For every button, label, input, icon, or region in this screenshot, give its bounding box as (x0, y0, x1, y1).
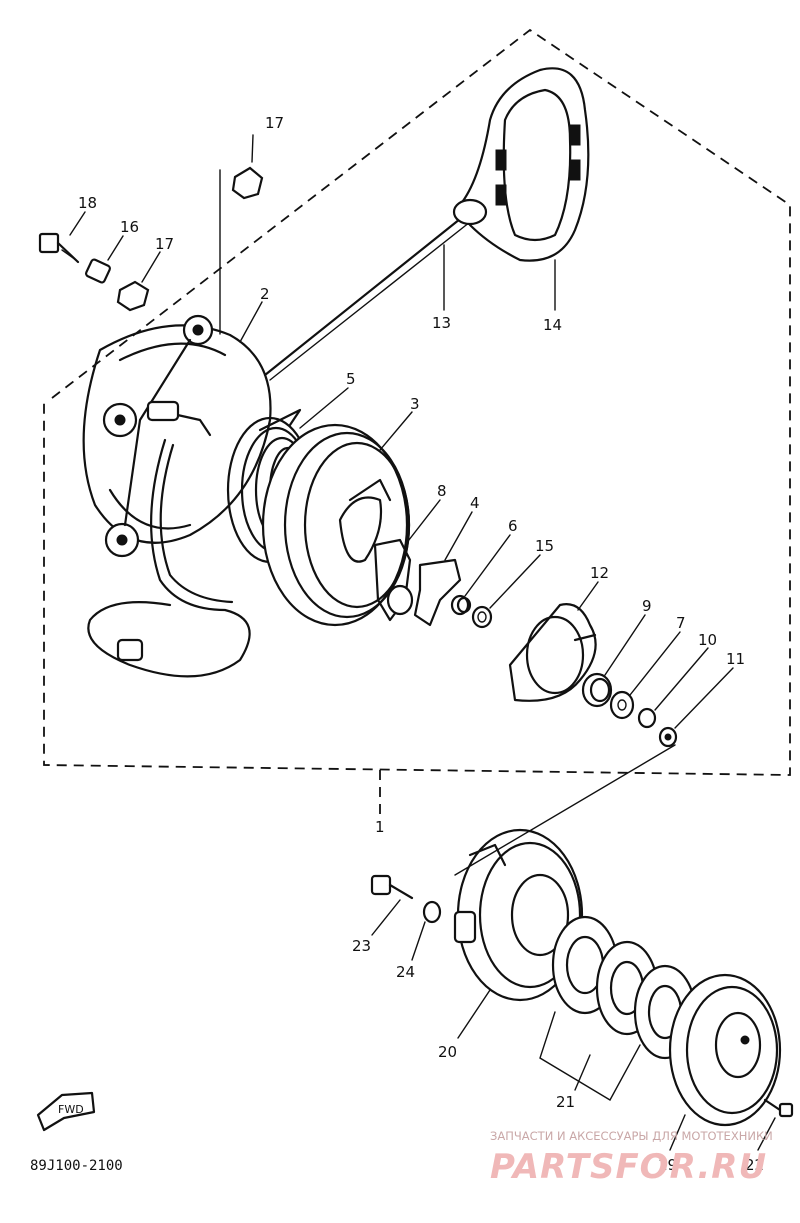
starter-rope (263, 213, 467, 377)
part-label-1: 1 (375, 818, 385, 836)
drive-pawl-part (373, 538, 414, 622)
bolt-18-part (38, 232, 80, 264)
forward-direction-tag: FWD (36, 1091, 96, 1132)
part-label-7: 7 (676, 614, 686, 632)
part-label-24: 24 (396, 963, 415, 981)
part-label-5: 5 (346, 370, 356, 388)
diagram-code: 89J100-2100 (30, 1158, 123, 1174)
pulley-leader-line (454, 744, 676, 876)
part-label-8: 8 (437, 482, 447, 500)
part-label-22: 22 (745, 1156, 764, 1174)
nut-17-top-part (231, 166, 264, 200)
part-label-19: 19 (658, 1156, 677, 1174)
part-label-16: 16 (120, 218, 139, 236)
watermark: ЗАПЧАСТИ И АКСЕССУАРЫ ДЛЯ МОТОТЕХНИКИ PA… (490, 1129, 773, 1187)
part-label-18: 18 (78, 194, 97, 212)
washer-7-part (609, 690, 635, 720)
nut-17-left-part (116, 280, 150, 312)
pawl-spring-part (450, 594, 472, 616)
watermark-tagline: ЗАПЧАСТИ И АКСЕССУАРЫ ДЛЯ МОТОТЕХНИКИ (490, 1129, 773, 1143)
part-label-20: 20 (438, 1043, 457, 1061)
drive-pulley-part (453, 828, 584, 1002)
part-label-4: 4 (470, 494, 480, 512)
part-label-10: 10 (698, 631, 717, 649)
leader-lines (69, 134, 776, 1151)
starter-handle-part (452, 67, 590, 262)
washer-10-part (637, 707, 657, 729)
part-label-13: 13 (432, 314, 451, 332)
part-label-6: 6 (508, 517, 518, 535)
friction-plate-part (508, 603, 597, 702)
part-label-23: 23 (352, 937, 371, 955)
part-label-17a: 17 (265, 114, 284, 132)
part-label-2: 2 (260, 285, 270, 303)
part-label-11: 11 (726, 650, 745, 668)
bolt-22-part (763, 1098, 794, 1118)
collar-16-part (85, 258, 111, 284)
starter-rope-edge (269, 221, 471, 381)
spring-9-part (581, 672, 613, 708)
bolt-23-part (370, 874, 414, 900)
nut-24-part (422, 900, 442, 924)
part-label-14: 14 (543, 316, 562, 334)
part-labels: 17 18 16 17 2 5 3 8 4 6 15 12 9 7 10 11 … (78, 114, 764, 1174)
watermark-logo-text: PARTSFOR.RU (490, 1147, 767, 1187)
fwd-label: FWD (58, 1103, 84, 1116)
part-label-9: 9 (642, 597, 652, 615)
cover-disc-part (668, 973, 782, 1127)
washer-15-part (471, 605, 493, 629)
part-label-3: 3 (410, 395, 420, 413)
part-label-15: 15 (535, 537, 554, 555)
drive-plate-part (413, 558, 462, 627)
part-label-21: 21 (556, 1093, 575, 1111)
assembly-boundary (43, 28, 791, 815)
rope-pulley-part (261, 423, 411, 627)
starter-case-part (82, 169, 272, 678)
part-label-17b: 17 (155, 235, 174, 253)
part-label-12: 12 (590, 564, 609, 582)
nut-11-part (658, 726, 678, 748)
